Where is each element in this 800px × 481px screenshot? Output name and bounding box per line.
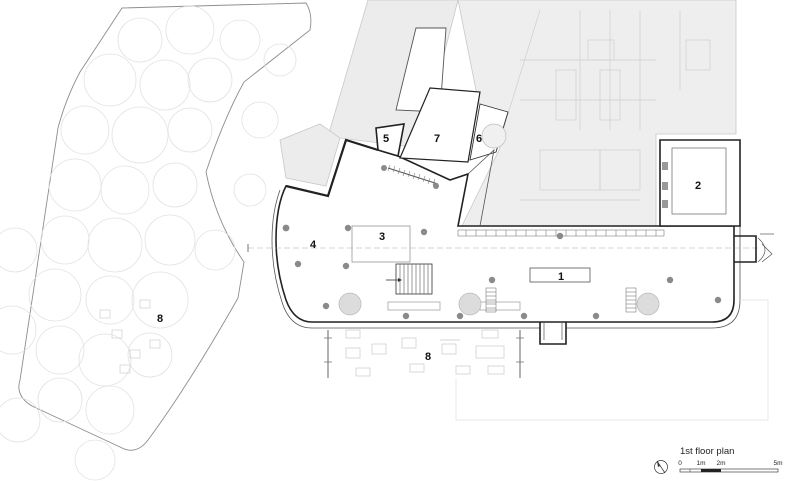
north-arrow-icon — [654, 460, 668, 474]
service-rooms — [375, 87, 509, 227]
room-label-8-park: 8 — [157, 313, 163, 325]
room-labels: 1 2 3 4 5 6 7 8 8 — [157, 133, 701, 363]
furniture — [351, 225, 591, 311]
room-label-4: 4 — [310, 239, 317, 251]
title-block: 1st floor plan 0 1m 2m 5m — [654, 446, 783, 474]
entrance-doors — [539, 233, 774, 345]
room-2-wing — [659, 139, 741, 227]
hall-stair — [386, 263, 433, 295]
heater-strips — [387, 164, 665, 313]
scale-tick-0: 0 — [678, 460, 682, 467]
room-label-1: 1 — [558, 271, 564, 283]
scale-tick-2m: 2m — [716, 460, 725, 467]
scale-bar: 0 1m 2m 5m — [678, 460, 783, 473]
scale-tick-1m: 1m — [696, 460, 705, 467]
room-label-7: 7 — [434, 133, 440, 145]
terrace-furniture — [324, 329, 524, 378]
tree-canopy-pattern — [0, 5, 297, 481]
room-label-2: 2 — [695, 180, 701, 192]
terrace-edge — [455, 299, 769, 421]
room-label-3: 3 — [379, 231, 385, 243]
north-wall — [285, 138, 379, 198]
column-dots — [282, 165, 722, 320]
large-columns — [338, 292, 660, 316]
room-label-8-terrace: 8 — [425, 351, 431, 363]
plan-title: 1st floor plan — [680, 446, 734, 457]
room-label-6: 6 — [476, 133, 482, 145]
park-furniture — [99, 299, 161, 374]
scale-tick-5m: 5m — [773, 460, 782, 467]
park-area — [0, 2, 312, 481]
room-label-5: 5 — [383, 133, 389, 145]
